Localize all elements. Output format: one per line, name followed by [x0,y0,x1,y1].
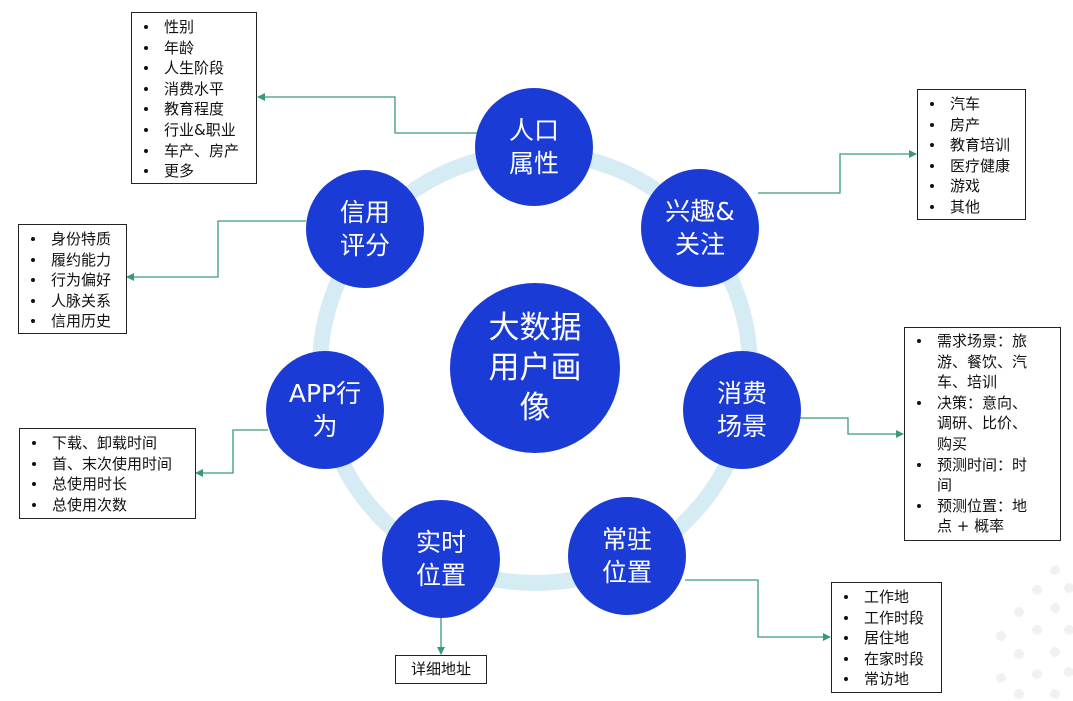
list-item: 总使用时长 [28,474,189,495]
list-item: 履约能力 [27,250,120,271]
list-item: 教育培训 [926,135,1019,156]
list-item: 身份特质 [27,229,120,250]
list-item: 房产 [926,115,1019,136]
box-app-behavior: 下载、卸载时间 首、末次使用时间 总使用时长 总使用次数 [19,428,196,519]
list-item: 工作地 [840,587,935,608]
list-item: 预测时间：时 间 [913,455,1054,496]
list-item: 工作时段 [840,608,935,629]
connector-consumption [800,417,904,438]
list-item: 医疗健康 [926,156,1019,177]
list-item: 车产、房产 [140,141,250,162]
center-node-big-data-user-profile: 大数据 用户画 像 [450,283,620,453]
box-realtime-location: 详细地址 [395,655,487,684]
list-item: 人生阶段 [140,58,250,79]
connector-demographics [257,93,480,134]
list-item: 下载、卸载时间 [28,433,189,454]
list-item: 居住地 [840,628,935,649]
list-item: 首、末次使用时间 [28,454,189,475]
list-item: 性别 [140,17,250,38]
list-item: 人脉关系 [27,291,120,312]
box-credit-score: 身份特质 履约能力 行为偏好 人脉关系 信用历史 [18,224,127,334]
list-item: 行业&职业 [140,120,250,141]
list-item: 汽车 [926,94,1019,115]
box-interests: 汽车 房产 教育培训 医疗健康 游戏 其他 [917,89,1026,220]
box-consumption: 需求场景：旅 游、餐饮、汽 车、培训 决策：意向、 调研、比价、 购买 预测时间… [904,327,1061,541]
list-item: 其他 [926,197,1019,218]
box-residence: 工作地 工作时段 居住地 在家时段 常访地 [831,582,942,693]
node-residence: 常驻 位置 [568,497,686,615]
node-demographics: 人口 属性 [475,88,593,206]
list-item: 消费水平 [140,79,250,100]
list-item: 更多 [140,161,250,182]
list-item: 预测位置：地 点 + 概率 [913,496,1054,537]
list-item: 常访地 [840,669,935,690]
list-item: 在家时段 [840,649,935,670]
list-item: 决策：意向、 调研、比价、 购买 [913,393,1054,455]
list-item: 行为偏好 [27,270,120,291]
list-item: 教育程度 [140,99,250,120]
node-realtime-location: 实时 位置 [382,500,500,618]
connector-credit [126,220,306,281]
box-demographics: 性别 年龄 人生阶段 消费水平 教育程度 行业&职业 车产、房产 更多 [131,12,257,184]
node-consumption: 消费 场景 [683,351,801,469]
node-interests: 兴趣& 关注 [641,169,759,287]
list-item: 总使用次数 [28,495,189,516]
connector-residence [685,579,831,641]
node-app-behavior: APP行 为 [266,351,384,469]
list-item: 年龄 [140,38,250,59]
connector-app [195,429,268,477]
list-item: 需求场景：旅 游、餐饮、汽 车、培训 [913,331,1054,393]
connector-interests [758,150,917,194]
decorative-dot-pattern [996,565,1073,699]
list-item: 信用历史 [27,311,120,332]
list-item: 游戏 [926,176,1019,197]
node-credit-score: 信用 评分 [306,170,424,288]
